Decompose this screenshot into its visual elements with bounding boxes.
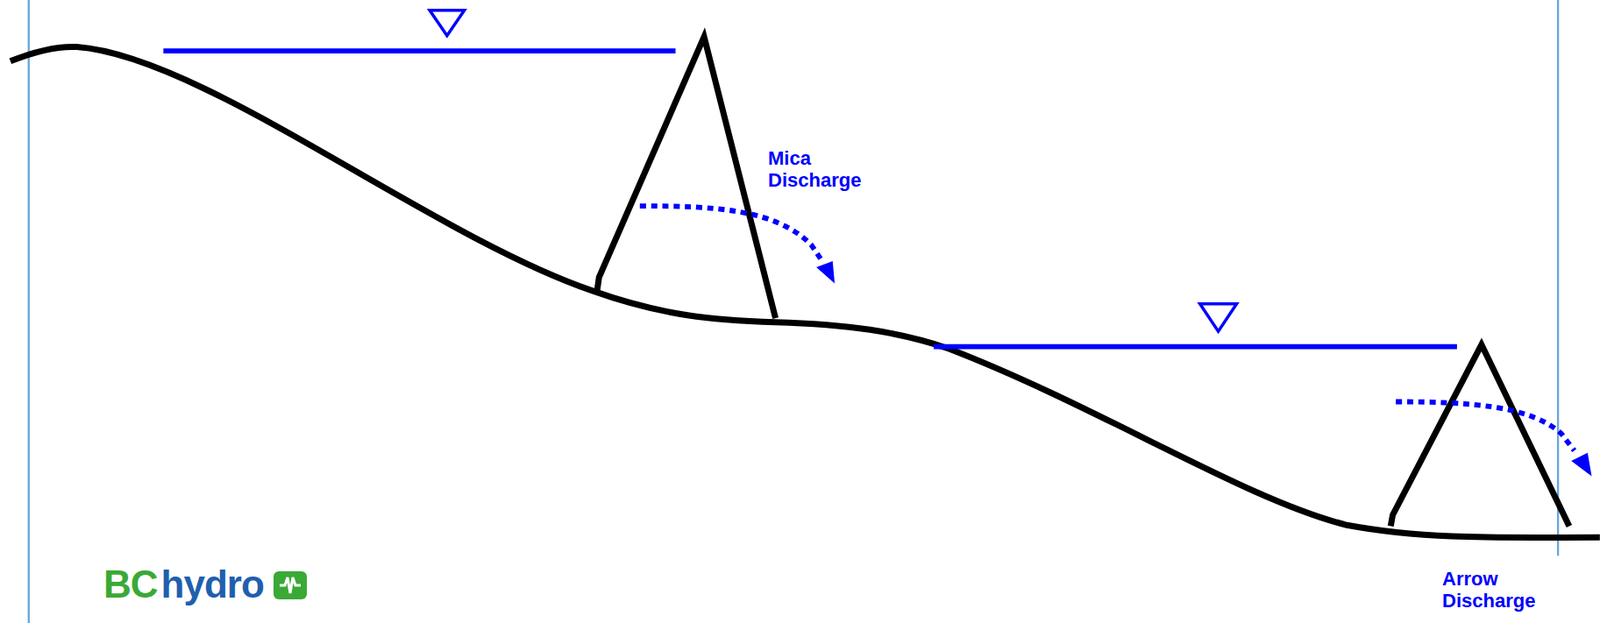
water-level-symbol (1200, 304, 1238, 332)
logo-text: hydro (161, 565, 264, 605)
discharge-arrow (1395, 401, 1575, 451)
water-level-symbol (429, 10, 465, 36)
discharge-label: Mica Discharge (768, 147, 874, 192)
ground-profile (10, 46, 1600, 538)
arrowhead (1571, 453, 1592, 477)
logo-text: BC (103, 565, 158, 605)
logo-icon (272, 570, 308, 601)
arrowhead (816, 261, 835, 285)
border-line (28, 0, 30, 623)
dam (1390, 344, 1570, 527)
discharge-label: Arrow Discharge (1442, 568, 1548, 613)
water-level (933, 344, 1458, 350)
dam (597, 36, 776, 319)
water-level (163, 48, 676, 54)
border-line (1557, 0, 1559, 556)
discharge-arrow (640, 206, 822, 261)
